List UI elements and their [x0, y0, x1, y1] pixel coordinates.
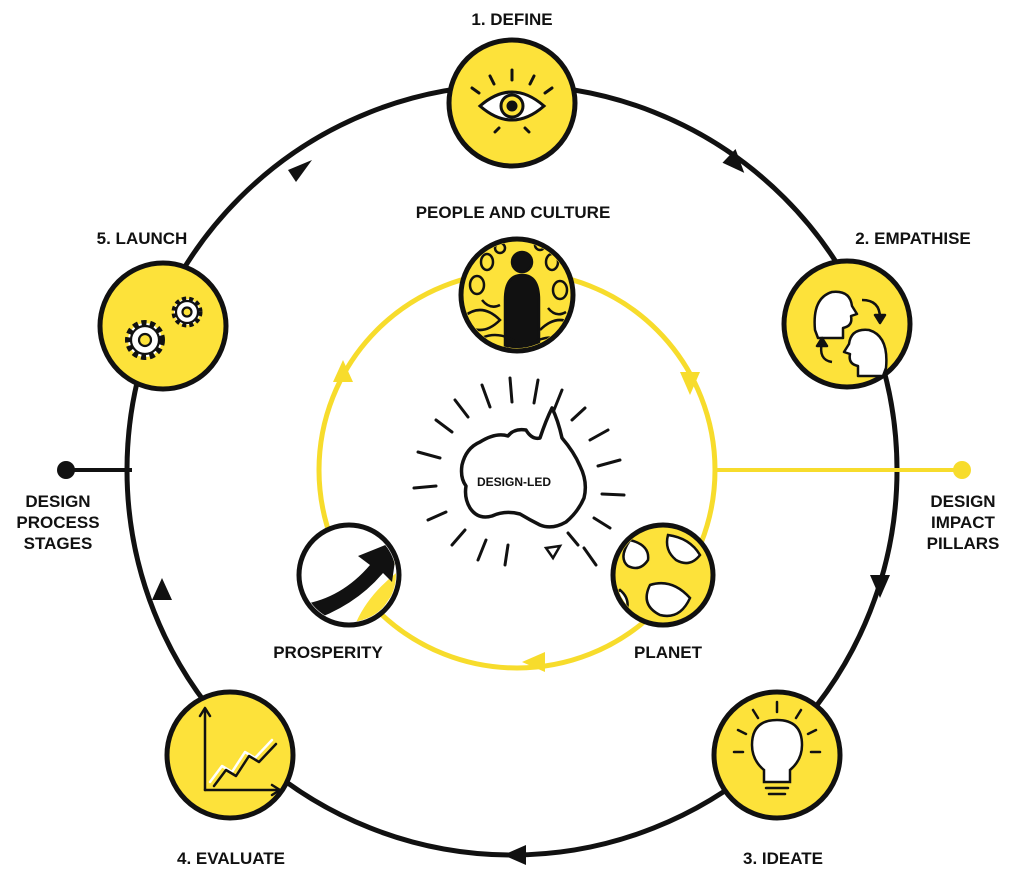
- stage-define: [446, 37, 578, 169]
- eye-icon: [470, 68, 554, 134]
- left-label-line-3: STAGES: [24, 534, 93, 553]
- pillar-prosperity: [296, 522, 402, 628]
- pillar-planet: [610, 522, 716, 628]
- right-connector-dot: [953, 461, 971, 479]
- lightbulb-icon: [732, 700, 822, 796]
- gears-icon: [125, 296, 203, 360]
- stage-empathise: [781, 258, 913, 390]
- pillar-people-and-culture: [458, 236, 576, 354]
- left-label-line-1: DESIGN: [25, 492, 90, 511]
- stage-ideate-label: 3. IDEATE: [743, 849, 823, 868]
- left-label-line-2: PROCESS: [16, 513, 99, 532]
- upward-arrow-icon: [302, 540, 396, 622]
- right-label-line-1: DESIGN: [930, 492, 995, 511]
- outer-arrow-3: [503, 845, 526, 865]
- outer-arrow-4: [152, 578, 172, 600]
- center-design-led: DESIGN-LED: [412, 376, 626, 567]
- outer-arrow-2: [870, 575, 890, 598]
- right-side-label: DESIGN IMPACT PILLARS: [927, 492, 1000, 553]
- burst-rays: [412, 376, 626, 567]
- stage-evaluate: [164, 689, 296, 821]
- stage-launch: [97, 260, 229, 392]
- pillar-planet-label: PLANET: [634, 643, 703, 662]
- pillar-prosperity-circle: [296, 522, 402, 628]
- stage-evaluate-label: 4. EVALUATE: [177, 849, 285, 868]
- people-crowd-icon: [464, 242, 570, 348]
- outer-arrow-5: [288, 160, 312, 182]
- globe-icon: [616, 533, 702, 618]
- tasmania-icon: [543, 544, 563, 561]
- rising-chart-icon: [198, 706, 282, 797]
- stage-launch-circle: [97, 260, 229, 392]
- heads-exchange-icon: [813, 290, 888, 378]
- center-label: DESIGN-LED: [477, 475, 551, 489]
- pillar-people-label: PEOPLE AND CULTURE: [416, 203, 611, 222]
- pillar-prosperity-label: PROSPERITY: [273, 643, 383, 662]
- inner-arrow-3: [333, 360, 353, 382]
- outer-ring-arrows: [152, 149, 890, 865]
- stage-ideate: [711, 689, 843, 821]
- stage-empathise-label: 2. EMPATHISE: [855, 229, 971, 248]
- outer-arrow-1: [722, 149, 745, 173]
- left-side-label: DESIGN PROCESS STAGES: [16, 492, 99, 553]
- inner-ring-arrows: [333, 360, 700, 672]
- stage-evaluate-circle: [164, 689, 296, 821]
- right-label-line-2: IMPACT: [931, 513, 996, 532]
- left-connector-dot: [57, 461, 75, 479]
- australia-map-icon: [459, 406, 588, 529]
- stage-launch-label: 5. LAUNCH: [97, 229, 188, 248]
- stage-define-label: 1. DEFINE: [471, 10, 552, 29]
- inner-arrow-2: [522, 652, 545, 672]
- inner-arrow-1: [680, 372, 700, 395]
- right-label-line-3: PILLARS: [927, 534, 1000, 553]
